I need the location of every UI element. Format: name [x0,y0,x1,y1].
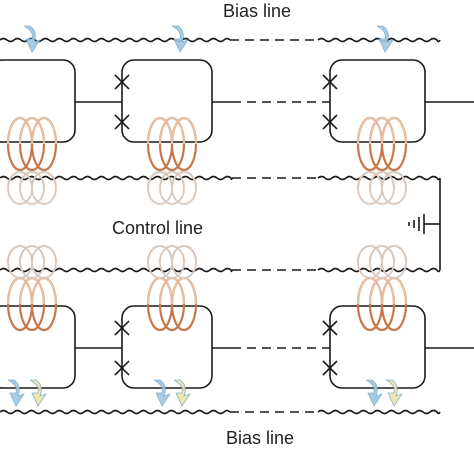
coil-bottom-ghost-1-turn-2 [171,245,197,263]
loop-top-0 [0,59,76,143]
junction-x-7-b [322,360,338,376]
bias-line-bottom-segment-2 [317,409,441,415]
control-line-upper-segment-0 [0,175,233,181]
coil-top-ghost-0-turn-1 [19,171,45,189]
coil-bottom-ghost-2-turn-1 [369,245,395,263]
loop-top-1 [121,59,213,143]
junction-x-3-b [322,114,338,130]
junction-x-4-b [114,320,130,336]
coil-top-ghost-2-turn-0 [357,171,383,189]
junction-x-5-b [114,360,130,376]
flux-arrow-top-0 [23,25,41,53]
loop-bottom-0 [0,305,76,389]
coil-top-1-turn-0 [147,117,173,145]
coil-bottom-ghost-0-turn-2 [31,245,57,263]
coil-top-ghost-0-turn-2 [31,171,57,189]
junction-x-2-b [322,74,338,90]
loop-bottom-1 [121,305,213,389]
coil-top-ghost-0-turn-0 [7,171,33,189]
coil-bottom-ghost-0-turn-0 [7,245,33,263]
coil-top-ghost-2-turn-1 [369,171,395,189]
ground-icon [408,214,440,234]
junction-x-6-b [322,320,338,336]
coils [6,116,408,332]
coil-bottom-ghost-2-turn-2 [381,245,407,263]
junction-x-1-b [114,114,130,130]
coil-top-ghost-2-turn-2 [381,171,407,189]
flux-arrow-top-1 [171,25,189,53]
loop-bottom-2 [329,305,426,389]
coil-top-1-turn-1 [159,117,185,145]
control-line-upper-segment-2 [317,175,441,181]
coil-bottom-ghost-1-turn-0 [147,245,173,263]
coil-top-2-turn-2 [381,117,407,145]
flux-arrow-top-2 [376,25,394,53]
flux-arrow-bottom-5 [385,379,403,407]
flux-arrow-bottom-1 [29,379,47,407]
coil-top-ghost-1-turn-2 [171,171,197,189]
bias-line-label-bottom: Bias line [226,428,295,448]
flux-arrows [7,25,403,407]
loop-top-2 [329,59,426,143]
flux-arrow-bottom-3 [173,379,191,407]
coil-top-0-turn-1 [19,117,45,145]
coil-bottom-ghost-2-turn-0 [357,245,383,263]
coil-bottom-ghost-0-turn-1 [19,245,45,263]
bias-line-bottom-segment-0 [0,409,231,415]
coil-top-ghost-1-turn-0 [147,171,173,189]
junctions [114,74,338,376]
junction-x-0-b [114,74,130,90]
flux-arrow-bottom-0 [7,379,25,407]
bias-line-label-top: Bias line [223,1,292,21]
coil-top-1-turn-2 [171,117,197,145]
wiring [0,37,474,415]
flux-arrow-bottom-4 [365,379,383,407]
control-line-lower-segment-0 [0,267,233,273]
coil-bottom-ghost-1-turn-1 [159,245,185,263]
coil-top-2-turn-0 [357,117,383,145]
coil-top-2-turn-1 [369,117,395,145]
coil-top-0-turn-0 [7,117,33,145]
flux-arrow-bottom-2 [153,379,171,407]
coil-top-0-turn-2 [31,117,57,145]
control-line-label: Control line [112,218,204,238]
coil-top-ghost-1-turn-1 [159,171,185,189]
